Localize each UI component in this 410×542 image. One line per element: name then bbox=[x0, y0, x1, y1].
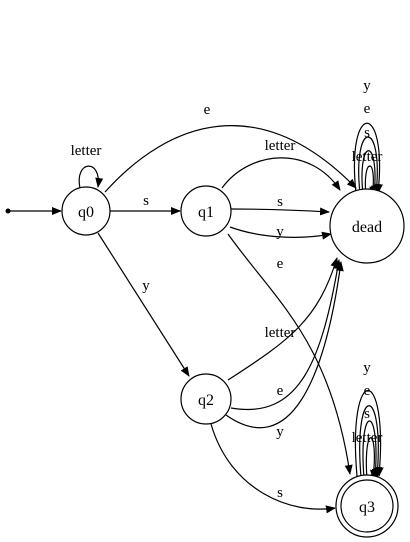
edge-label-q2-dead-y: y bbox=[276, 424, 284, 440]
edge-q1-dead-letter bbox=[221, 157, 341, 191]
edge-q3-self-4 bbox=[365, 437, 378, 480]
edge-q0-q2 bbox=[97, 232, 190, 377]
edge-label-q3-self-4: letter bbox=[352, 430, 383, 446]
edge-q1-dead-s bbox=[230, 207, 330, 216]
edge-label-dead-self-2: e bbox=[364, 101, 371, 117]
node-label-q3: q3 bbox=[359, 499, 375, 516]
edge-label-dead-self-3: s bbox=[364, 125, 370, 141]
node-label-q0: q0 bbox=[78, 204, 94, 221]
node-q0 bbox=[61, 186, 111, 236]
edge-q3-self-1 bbox=[354, 390, 384, 477]
edge-label-q3-self-2: e bbox=[364, 383, 371, 399]
edge-q0-self bbox=[78, 165, 104, 189]
node-label-q1: q1 bbox=[198, 204, 214, 221]
edge-q2-dead-letter bbox=[227, 257, 339, 381]
node-q2 bbox=[180, 373, 232, 425]
edge-label-q2-dead-letter: letter bbox=[265, 325, 296, 341]
edge-dead-self-2 bbox=[358, 136, 381, 195]
edge-dead-self-1 bbox=[353, 122, 383, 194]
node-label-q2: q2 bbox=[198, 392, 214, 409]
edge-label-q0-dead: e bbox=[204, 102, 211, 118]
edge-label-q0-q1: s bbox=[143, 193, 149, 209]
edge-dead-self-3 bbox=[361, 150, 379, 196]
edge-q0-dead bbox=[104, 125, 357, 193]
node-q3-inner bbox=[340, 479, 394, 533]
edge-q3-self-3 bbox=[362, 420, 380, 479]
edge-q2-dead-y bbox=[225, 261, 344, 429]
edge-label-q0-self: letter bbox=[71, 143, 102, 159]
node-q1 bbox=[180, 185, 232, 237]
edge-dead-self-4 bbox=[364, 165, 378, 197]
edge-label-q1-dead-y: y bbox=[276, 224, 284, 240]
edge-label-q2-q3: s bbox=[277, 485, 283, 501]
node-label-dead: dead bbox=[352, 219, 382, 236]
edge-q1-dead-y bbox=[229, 226, 332, 240]
edge-label-q1-dead-letter: letter bbox=[265, 138, 296, 154]
edge-label-q1-q3: e bbox=[277, 256, 284, 272]
edge-label-q0-q2: y bbox=[142, 278, 150, 294]
edge-label-dead-self-1: y bbox=[363, 78, 371, 94]
edge-q1-q3 bbox=[227, 233, 353, 475]
node-dead bbox=[329, 188, 405, 264]
edge-label-q3-self-3: s bbox=[364, 406, 370, 422]
edge-label-q3-self-1: y bbox=[363, 360, 371, 376]
edge-q2-q3 bbox=[210, 423, 336, 514]
edge-label-q1-dead-s: s bbox=[277, 194, 283, 210]
edge-q3-self-2 bbox=[359, 405, 382, 478]
edge-q2-dead-e bbox=[230, 259, 342, 411]
edge-label-q2-dead-e: e bbox=[277, 383, 284, 399]
edge-label-dead-self-4: letter bbox=[352, 149, 383, 165]
